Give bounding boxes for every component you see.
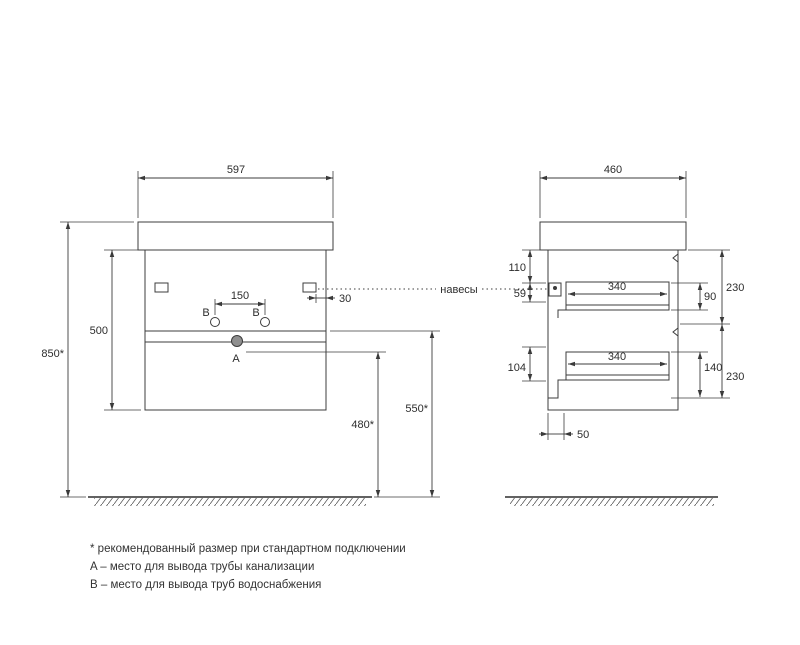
dim-drain-height: 480*: [246, 351, 386, 497]
dim-top-clearance: 110: [508, 249, 546, 284]
dim-total-height-label: 850*: [41, 348, 64, 360]
dim-drawer-gap-label: 104: [508, 362, 526, 374]
front-cabinet-body: [144, 249, 327, 411]
dim-hanger-drop: 59: [514, 283, 546, 303]
floor-hatch-left: [94, 498, 366, 506]
point-b-right-marker: [260, 317, 270, 327]
side-hanger-bracket: [548, 282, 562, 297]
dim-drawer-inner-top-label: 90: [704, 291, 716, 303]
dim-siphon-height-label: 550*: [405, 403, 428, 415]
front-view: 597 500 850* 150 B B: [41, 164, 440, 506]
dim-bottom-offset: 50: [539, 413, 589, 441]
dim-drawer-inner-bottom: 140: [671, 351, 730, 399]
dim-hanger-offset: 30: [307, 293, 351, 305]
side-view: 340 340 460 110 59: [505, 164, 744, 506]
dim-drawer-front-bottom: 230: [719, 324, 744, 398]
dim-hanger-drop-label: 59: [514, 288, 526, 300]
dim-drawer-front-bottom-label: 230: [726, 371, 744, 383]
drain-point: A: [231, 335, 243, 365]
dim-drawer-front-top: 230: [680, 249, 744, 325]
hangers-label: навесы: [440, 284, 478, 296]
side-countertop: [539, 221, 687, 251]
front-hanger-bracket-left: [154, 282, 169, 293]
hangers-callout: навесы: [318, 284, 548, 296]
dim-drawer-inner-top: 90: [671, 282, 716, 311]
side-rail-notch-top: [672, 253, 679, 263]
dim-hanger-offset-label: 30: [339, 293, 351, 305]
side-bottom-drawer: 340: [548, 351, 670, 399]
dim-front-height: 500: [90, 249, 141, 411]
dim-depth: 460: [539, 164, 687, 218]
point-b-left-label: B: [202, 307, 209, 319]
dim-top-clearance-label: 110: [508, 262, 526, 274]
footnote-point-b: B – место для вывода труб водоснабжения: [90, 579, 321, 591]
front-countertop: [137, 221, 334, 251]
footnote-standard-connection: * рекомендованный размер при стандартном…: [90, 543, 406, 555]
point-a-marker: [231, 335, 243, 347]
dim-front-width: 597: [137, 164, 334, 218]
front-hanger-bracket-right: [302, 282, 317, 293]
dim-drawer-inner-bottom-label: 140: [704, 362, 722, 374]
dim-front-height-label: 500: [90, 325, 108, 337]
point-b-right-label: B: [252, 307, 259, 319]
dim-front-width-label: 597: [227, 164, 245, 176]
dim-depth-label: 460: [604, 164, 622, 176]
dim-drawer-depth-bottom-label: 340: [608, 351, 626, 363]
floor-hatch-right: [510, 498, 714, 506]
dim-water-points: 150 B B: [202, 290, 270, 327]
dim-drain-height-label: 480*: [351, 419, 374, 431]
dim-total-height: 850*: [41, 221, 134, 498]
dim-bottom-offset-label: 50: [577, 429, 589, 441]
footnotes: * рекомендованный размер при стандартном…: [90, 543, 406, 591]
dim-drawer-front-top-label: 230: [726, 282, 744, 294]
side-hanger-screw: [553, 286, 557, 290]
dim-siphon-height: 550*: [330, 330, 440, 498]
side-top-drawer: 340: [557, 281, 670, 318]
footnote-point-a: A – место для вывода трубы канализации: [90, 561, 314, 573]
point-b-left-marker: [210, 317, 220, 327]
dim-drawer-depth-top-label: 340: [608, 281, 626, 293]
dim-drawer-gap: 104: [508, 346, 546, 382]
side-cabinet-body: [547, 249, 679, 411]
side-rail-notch-bottom: [672, 327, 679, 337]
point-a-label: A: [232, 353, 240, 365]
dim-b-spacing-label: 150: [231, 290, 249, 302]
